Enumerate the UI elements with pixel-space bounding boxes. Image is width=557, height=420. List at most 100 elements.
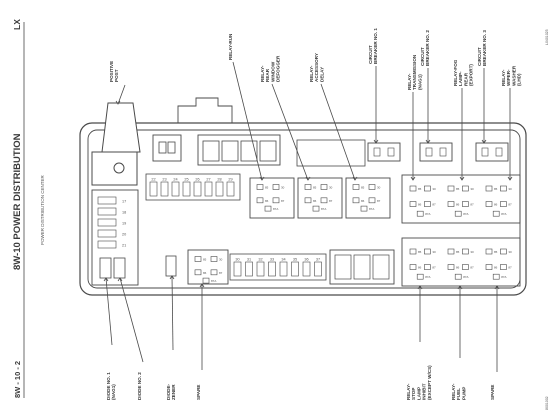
label-line: LAMP — [416, 387, 421, 400]
label-line: (EXCEPT W/CS) — [427, 365, 432, 400]
label-relay-run: RELAY-RUN — [228, 33, 265, 181]
relay-run-housing — [249, 177, 295, 219]
leader-line — [105, 277, 113, 346]
label-line: REAR — [463, 72, 468, 86]
upper-row-fuse-label: 28 — [217, 178, 221, 182]
label-line: PUMP — [461, 387, 466, 400]
leader-line — [271, 83, 309, 181]
label-line: FUEL — [456, 388, 461, 400]
left-stack-fuse-label: 19 — [122, 222, 126, 226]
label-line: WASHER — [511, 65, 516, 86]
mini-fuse-bank-top — [296, 139, 366, 167]
lower-row-fuse-label: 30 — [235, 258, 239, 262]
leader-line — [232, 61, 263, 181]
terminal-label: 86 — [361, 199, 365, 203]
label-line: (EXPORT) — [469, 64, 474, 86]
left-stack-fuse-label: 20 — [122, 233, 126, 237]
terminal-label: 87 — [329, 199, 333, 203]
terminal-label: 87A — [501, 212, 506, 216]
lower-row-fuse-label: 35 — [293, 258, 297, 262]
label-line: RELAY- — [451, 383, 456, 400]
terminal-label: 87A — [273, 207, 278, 211]
upper-row-fuse-label: 24 — [173, 178, 177, 182]
terminal-label: 30 — [281, 186, 285, 190]
label-diode-zener: DIODE-ZENER — [166, 275, 176, 400]
fuse-row-lower-frame — [229, 253, 327, 281]
lower-row-fuse-30 — [233, 261, 242, 277]
lower-row-fuse-31 — [245, 261, 253, 277]
label-spare-2: SPARE — [490, 285, 500, 400]
label-relay-wiper-washer: RELAY-WIPER-WASHER(LHD) — [501, 65, 522, 181]
label-line: WINDOW — [270, 61, 275, 82]
leader-line — [119, 277, 144, 363]
section-code: LX — [12, 19, 22, 30]
terminal-label: 87 — [432, 203, 436, 207]
lower-row-fuse-label: 34 — [281, 258, 285, 262]
label-relay-transmission: RELAY-TRANSMISSION(NAG1) — [407, 54, 422, 181]
label-line: CIRCUIT — [477, 47, 482, 66]
upper-row-fuse-24 — [171, 181, 180, 197]
label-line: CIRCUIT — [420, 47, 425, 66]
diode-2-body — [113, 257, 126, 279]
upper-row-fuse-29 — [226, 181, 235, 197]
relay-accessory-housing — [345, 177, 391, 219]
maxi-fuse-block — [197, 134, 281, 166]
label-line: ACCESSORY — [314, 53, 319, 82]
label-line: BREAKER NO. 2 — [425, 30, 430, 66]
terminal-label: 87A — [425, 275, 430, 279]
upper-row-fuse-label: 22 — [151, 178, 155, 182]
label-line: (NAG1) — [111, 384, 116, 400]
label-line: RELAY-RUN — [228, 33, 233, 60]
terminal-label: 85 — [456, 187, 460, 191]
left-stack-fuse-label: 17 — [122, 200, 126, 204]
terminal-label: 85 — [313, 186, 317, 190]
terminal-label: 87 — [470, 266, 474, 270]
terminal-label: 87 — [508, 266, 512, 270]
label-diode-1: DIODE NO. 1(NAG1) — [103, 277, 116, 400]
upper-row-fuse-label: 23 — [162, 178, 166, 182]
label-line: INHIBIT — [422, 383, 427, 400]
lower-row-fuse-label: 37 — [316, 258, 320, 262]
terminal-label: 87A — [425, 212, 430, 216]
circuit-breaker-2-body — [419, 142, 453, 162]
label-line: BREAKER NO. 3 — [482, 30, 487, 66]
lower-row-fuse-label: 36 — [304, 258, 308, 262]
lower-row-fuse-37 — [314, 261, 322, 277]
terminal-label: 86 — [418, 266, 422, 270]
terminal-label: 85 — [418, 187, 422, 191]
terminal-label: 86 — [313, 199, 317, 203]
terminal-label: 87 — [470, 203, 474, 207]
page-title: 8W-10 POWER DISTRIBUTION — [12, 133, 23, 270]
lower-row-fuse-32 — [256, 261, 265, 277]
terminal-label: 85 — [203, 258, 207, 262]
ref-code-bottom: 8001002 — [545, 396, 549, 410]
terminal-label: 85 — [361, 186, 365, 190]
label-line: POSITIVE — [109, 61, 114, 82]
upper-row-fuse-25 — [182, 181, 191, 197]
label-line: RELAY- — [406, 383, 411, 400]
upper-row-fuse-label: 25 — [184, 178, 188, 182]
diode-zener-body — [165, 255, 177, 277]
diagram-caption: POWER DISTRIBUTION CENTER — [40, 174, 45, 245]
terminal-label: 30 — [219, 258, 223, 262]
left-stack-fuse-20 — [97, 229, 117, 238]
terminal-label: 87A — [211, 279, 216, 283]
label-line: DELAY — [319, 67, 324, 82]
terminal-label: 86 — [418, 203, 422, 207]
label-line: STOP — [411, 388, 416, 400]
lower-row-fuse-label: 32 — [258, 258, 262, 262]
label-line: DIODE NO. 2 — [137, 372, 142, 400]
terminal-label: 87 — [508, 203, 512, 207]
leader-line — [171, 275, 174, 351]
